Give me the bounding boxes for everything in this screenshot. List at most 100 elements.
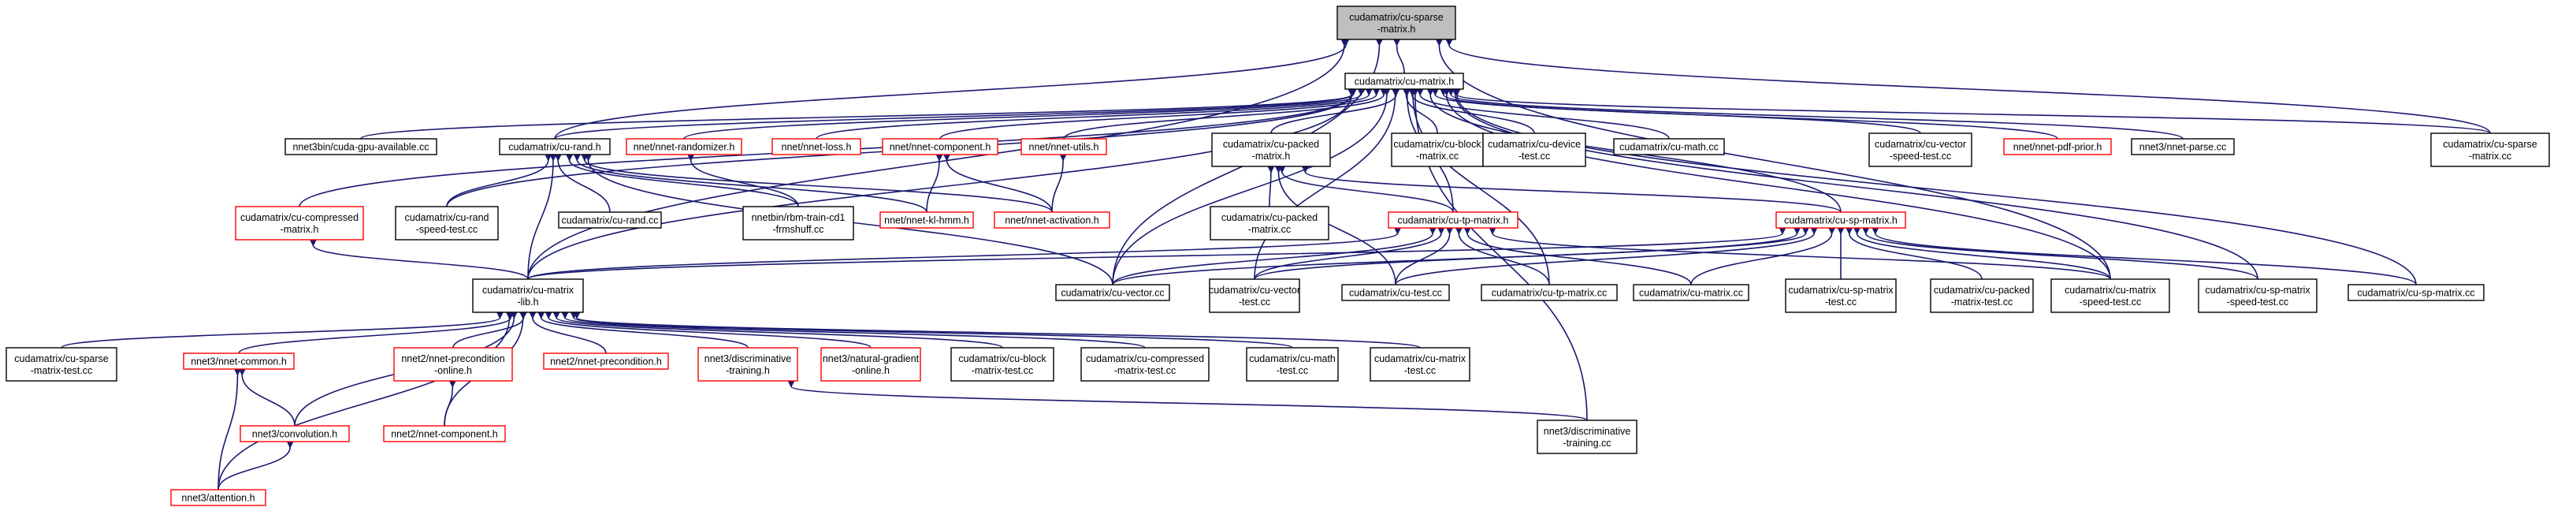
node-cusparsecc[interactable]: cudamatrix/cu-sparse-matrix.cc [2430,132,2550,167]
node-n2precond[interactable]: nnet2/nnet-precondition.h [543,352,669,370]
node-conv[interactable]: nnet3/convolution.h [240,425,350,442]
node-disctrain-label-1: -training.h [726,365,770,376]
node-nnetutils[interactable]: nnet/nnet-utils.h [1020,138,1107,155]
node-cutest[interactable]: cudamatrix/cu-test.cc [1341,284,1450,301]
node-attention-box [170,489,266,506]
node-cupacked[interactable]: cudamatrix/cu-packed-matrix.h [1211,132,1331,167]
node-nnetact-label-0: nnet/nnet-activation.h [1005,215,1099,226]
node-disctrain[interactable]: nnet3/discriminative-training.h [697,347,798,382]
node-cucomptest[interactable]: cudamatrix/cu-compressed-matrix-test.cc [1080,347,1210,382]
node-n2precondonline-label-0: nnet2/nnet-precondition [401,353,504,364]
node-cupackedcc-label-0: cudamatrix/cu-packed [1221,212,1318,223]
node-natgrad[interactable]: nnet3/natural-gradient-online.h [820,347,921,382]
edge-cutpcc-to-cutp [1459,233,1550,285]
edge-cumatlib-to-root [527,45,1344,280]
node-cublocktest-label-1: -matrix-test.cc [972,365,1033,376]
edge-cumatlib-to-cucompressed [313,245,529,280]
edge-cumatspeed-to-root [1439,45,2111,280]
edge-cumatspeed-to-cusp [1857,233,2111,280]
node-cumattest[interactable]: cudamatrix/cu-matrix-test.cc [1370,347,1470,382]
node-disctraincc[interactable]: nnet3/discriminative-training.cc [1537,420,1637,454]
edge-cupackedtest-to-cusp [1849,233,1983,280]
node-n2precond-label-0: nnet2/nnet-precondition.h [550,356,662,367]
node-pdfprior-box [2003,138,2112,155]
node-cumathcc[interactable]: cudamatrix/cu-math.cc [1613,138,1725,155]
node-nnetrand[interactable]: nnet/nnet-randomizer.h [626,138,742,155]
node-cutpcc-box [1481,284,1618,301]
node-cupacked-box [1211,132,1331,167]
node-curand-box [499,138,611,155]
edge-cumatrixcc-to-cusp [1690,233,1832,285]
node-nnetcommon-box [183,352,295,370]
node-cuspspeed-label-1: -speed-test.cc [2227,297,2289,308]
node-curand[interactable]: cudamatrix/cu-rand.h [499,138,611,155]
dependency-edges [61,45,2491,490]
node-cusparsetest[interactable]: cudamatrix/cu-sparse-matrix-test.cc [6,347,117,382]
node-cudevice[interactable]: cudamatrix/cu-device-test.cc [1482,132,1586,167]
node-cuvectest-label-0: cudamatrix/cu-vector [1209,285,1300,296]
node-cupackedtest[interactable]: cudamatrix/cu-packed-matrix-test.cc [1930,278,2034,313]
node-cublocktest[interactable]: cudamatrix/cu-block-matrix-test.cc [950,347,1054,382]
node-cuvectest-label-1: -test.cc [1239,297,1270,308]
node-klhmm[interactable]: nnet/nnet-kl-hmm.h [879,211,974,229]
node-curandcc[interactable]: cudamatrix/cu-rand.cc [558,211,662,229]
node-nnetparse[interactable]: nnet3/nnet-parse.cc [2131,138,2235,155]
node-nnetcomp[interactable]: nnet/nnet-component.h [882,138,998,155]
edge-cumatlib-to-curand [527,160,553,280]
node-nnetutils-label-0: nnet/nnet-utils.h [1029,142,1099,153]
node-n2precondonline[interactable]: nnet2/nnet-precondition-online.h [393,347,513,382]
node-cudagpu-label-0: nnet3bin/cuda-gpu-available.cc [292,142,429,153]
node-cuspcc[interactable]: cudamatrix/cu-sp-matrix.cc [2347,284,2485,301]
node-cutp-box [1388,211,1518,229]
node-cutpcc[interactable]: cudamatrix/cu-tp-matrix.cc [1481,284,1618,301]
node-rbmtrain-label-1: -frmshuff.cc [772,224,823,235]
node-nnetloss[interactable]: nnet/nnet-loss.h [771,138,861,155]
edge-cutest-to-cutp [1395,233,1450,285]
edge-conv-to-nnetcommon [242,375,296,427]
node-nnetcommon[interactable]: nnet3/nnet-common.h [183,352,295,370]
edge-cupacked-to-cumatrix [1270,95,1396,134]
node-curandspeed[interactable]: cudamatrix/cu-rand-speed-test.cc [395,206,499,241]
edge-nnetcommon-to-cumatlib [238,318,511,354]
node-root[interactable]: cudamatrix/cu-sparse-matrix.h [1336,6,1456,40]
node-cumatspeed[interactable]: cudamatrix/cu-matrix-speed-test.cc [2050,278,2170,313]
node-cucompressed[interactable]: cudamatrix/cu-compressed-matrix.h [235,206,364,241]
node-cumathtest-label-0: cudamatrix/cu-math [1249,353,1336,364]
edge-nnetact-to-nnetutils [1051,160,1063,213]
node-cusparsecc-box [2430,132,2550,167]
node-n2comp[interactable]: nnet2/nnet-component.h [383,425,506,442]
node-attention[interactable]: nnet3/attention.h [170,489,266,506]
node-pdfprior[interactable]: nnet/nnet-pdf-prior.h [2003,138,2112,155]
edge-nnetloss-to-cumatrix [816,95,1369,140]
node-cutp[interactable]: cudamatrix/cu-tp-matrix.h [1388,211,1518,229]
node-cuspspeed[interactable]: cudamatrix/cu-sp-matrix-speed-test.cc [2198,278,2318,313]
node-cumatrixcc[interactable]: cudamatrix/cu-matrix.cc [1633,284,1749,301]
node-cusptest[interactable]: cudamatrix/cu-sp-matrix-test.cc [1785,278,1897,313]
edge-n2precond-to-cumatlib [533,318,607,354]
edge-disctraincc-to-disctrain [791,386,1588,421]
node-disctrain-label-0: nnet3/discriminative [704,353,792,364]
node-cucomptest-box [1080,347,1210,382]
node-n2precondonline-label-1: -online.h [434,365,472,376]
file-nodes: cudamatrix/cu-sparse-matrix.h cudamatrix/… [6,6,2550,506]
node-cumatrix[interactable]: cudamatrix/cu-matrix.h [1344,73,1464,90]
node-nnetact[interactable]: nnet/nnet-activation.h [994,211,1110,229]
node-cuspcc-label-0: cudamatrix/cu-sp-matrix.cc [2357,288,2474,299]
node-cupackedcc[interactable]: cudamatrix/cu-packed-matrix.cc [1210,206,1329,241]
node-cublockmat[interactable]: cudamatrix/cu-block-matrix.cc [1391,132,1484,167]
node-rbmtrain[interactable]: nnetbin/rbm-train-cd1-frmshuff.cc [742,206,854,241]
node-cumatlib[interactable]: cudamatrix/cu-matrix-lib.h [472,278,584,313]
edge-klhmm-to-nnetcomp [926,160,939,213]
node-cudagpu[interactable]: nnet3bin/cuda-gpu-available.cc [284,138,437,155]
node-cuvecspeed[interactable]: cudamatrix/cu-vector-speed-test.cc [1868,132,1972,167]
edge-cublockmat-to-cumatrix [1407,95,1438,134]
edge-cuvectest-to-cutp [1254,233,1441,280]
edge-cuspspeed-to-cusp [1866,233,2258,280]
node-cusp[interactable]: cudamatrix/cu-sp-matrix.h [1775,211,1906,229]
node-cumathcc-label-0: cudamatrix/cu-math.cc [1619,142,1719,153]
node-cuveccc[interactable]: cudamatrix/cu-vector.cc [1055,284,1170,301]
node-cuvectest[interactable]: cudamatrix/cu-vector-test.cc [1209,278,1300,313]
node-cumathtest[interactable]: cudamatrix/cu-math-test.cc [1246,347,1339,382]
node-nnetloss-label-0: nnet/nnet-loss.h [782,142,852,153]
edge-klhmm-to-curand [577,160,927,213]
